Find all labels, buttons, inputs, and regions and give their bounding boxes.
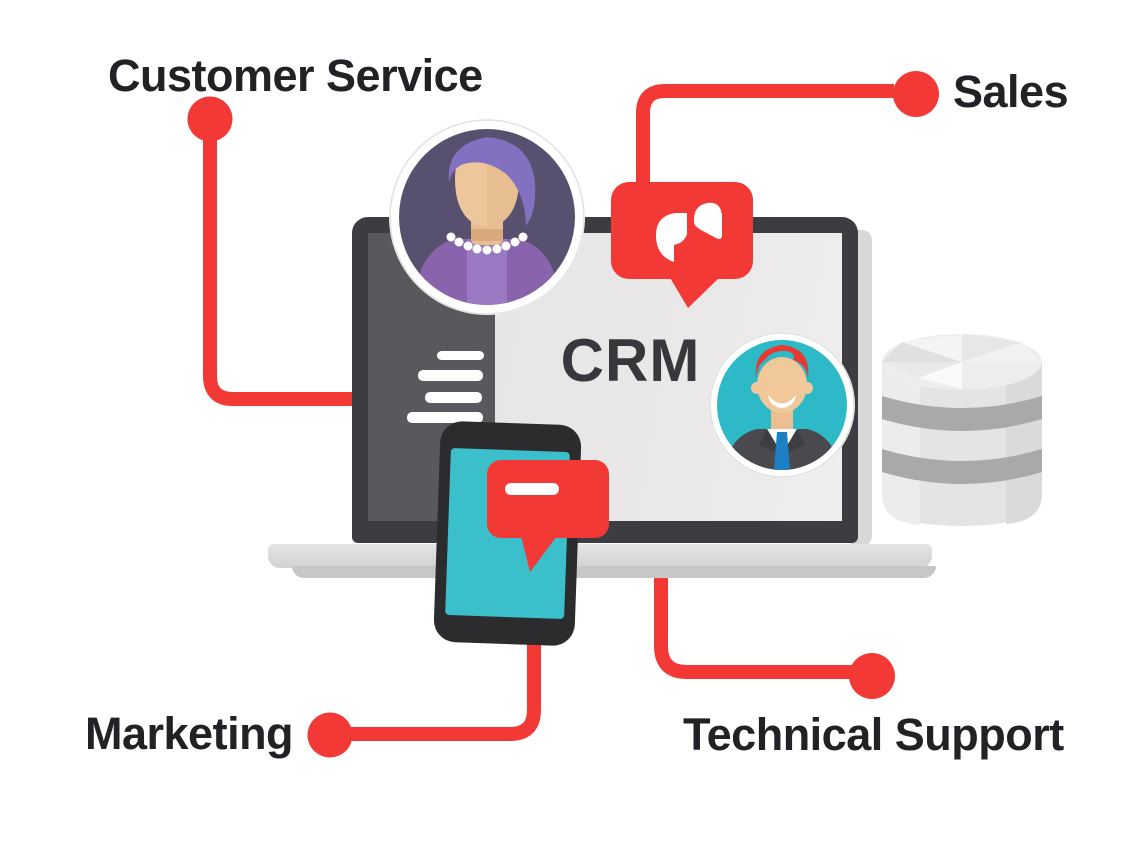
label-marketing: Marketing (85, 708, 294, 759)
technical-support-dot (849, 653, 895, 699)
man-smile (768, 395, 796, 408)
message-line (505, 483, 559, 495)
woman-hair (448, 137, 536, 226)
sidebar-text-line (425, 392, 482, 403)
man-tie (774, 432, 790, 470)
man-hair (755, 345, 809, 378)
phone-call-bubble-icon (611, 182, 753, 308)
customer-service-dot (187, 96, 233, 142)
sidebar-text-line (437, 351, 484, 360)
label-customer-service: Customer Service (108, 50, 483, 101)
label-technical-support: Technical Support (683, 709, 1064, 760)
phone-handset-right (693, 202, 722, 239)
laptop-base-shadow (292, 566, 936, 578)
connector-customer-service (187, 96, 354, 406)
database-icon (882, 334, 1042, 526)
label-sales: Sales (953, 66, 1069, 117)
woman-avatar (389, 119, 585, 315)
sidebar-text-line (418, 370, 483, 381)
phone-handset-left (656, 213, 687, 262)
woman-necklace (446, 232, 528, 255)
laptop-base (268, 544, 932, 568)
man-avatar (709, 332, 855, 478)
connector-technical-support (654, 560, 895, 699)
sidebar-text-line (407, 412, 483, 423)
sales-dot (893, 71, 939, 117)
chat-message-bubble-icon (487, 460, 609, 572)
connector-sales (636, 71, 939, 198)
marketing-dot (307, 712, 353, 758)
connector-marketing (307, 636, 541, 758)
crm-screen-title: CRM (560, 327, 701, 394)
